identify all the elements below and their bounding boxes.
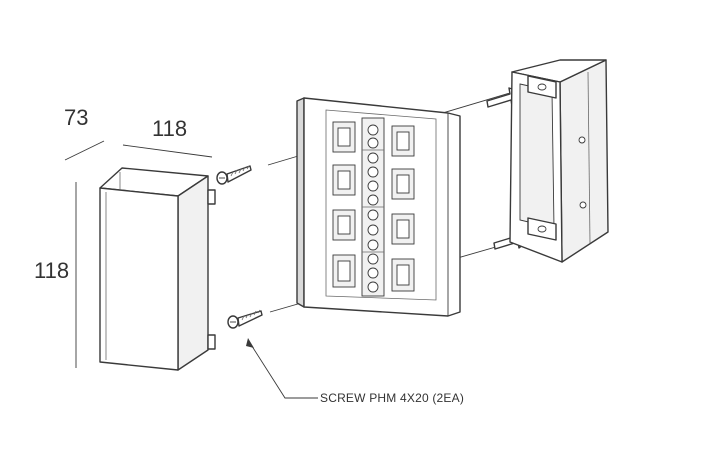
dimension-width: 118	[122, 116, 213, 158]
screw-callout: SCREW PHM 4X20 (2EA)	[246, 338, 464, 405]
dimension-depth: 73	[64, 105, 105, 161]
screw-bottom	[227, 309, 263, 329]
terminal-strip	[361, 117, 385, 297]
cover-plate	[99, 167, 216, 371]
screw-callout-label: SCREW PHM 4X20 (2EA)	[320, 391, 464, 405]
dimension-width-line	[122, 144, 213, 158]
dimension-depth-label: 73	[64, 105, 88, 130]
dimension-height-label: 118	[34, 258, 69, 283]
plate-slots-left	[332, 121, 356, 288]
electrical-box	[509, 59, 609, 263]
mounting-plate	[296, 97, 461, 317]
dimension-height: 118	[34, 182, 77, 368]
plate-slots-right	[391, 125, 415, 292]
dimension-width-label: 118	[152, 116, 187, 141]
dimension-depth-line	[64, 140, 105, 161]
screw-top	[216, 165, 252, 185]
